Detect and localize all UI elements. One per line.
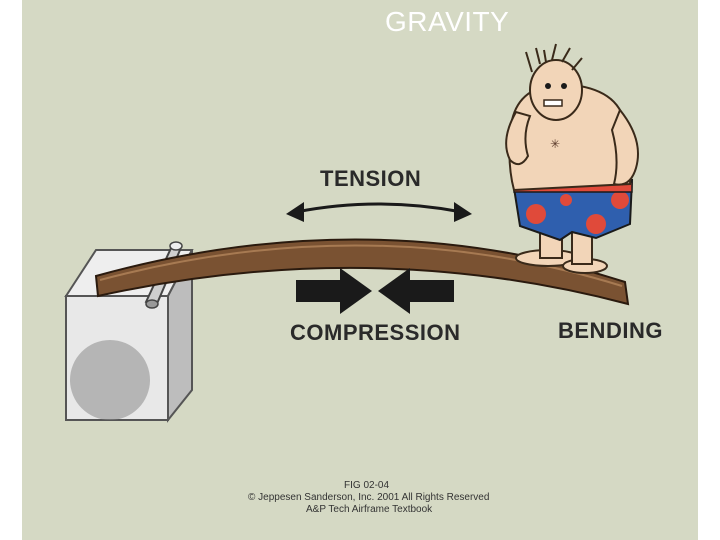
compression-label: COMPRESSION <box>290 320 461 345</box>
bending-label: BENDING <box>558 318 663 343</box>
figure-number: FIG 02-04 <box>344 480 390 491</box>
slide-title: GRAVITY <box>385 6 510 37</box>
plank <box>94 238 630 306</box>
copyright-line: © Jeppesen Sanderson, Inc. 2001 All Righ… <box>248 492 490 503</box>
compression-arrows <box>296 268 454 314</box>
figure-caption: FIG 02-04 © Jeppesen Sanderson, Inc. 200… <box>248 480 508 516</box>
book-title: A&P Tech Airframe Textbook <box>306 504 433 515</box>
tension-label: TENSION <box>320 166 422 191</box>
tension-arrow <box>286 202 472 222</box>
svg-text:✳: ✳ <box>550 137 560 151</box>
cartoon-man: ✳ <box>505 43 639 274</box>
